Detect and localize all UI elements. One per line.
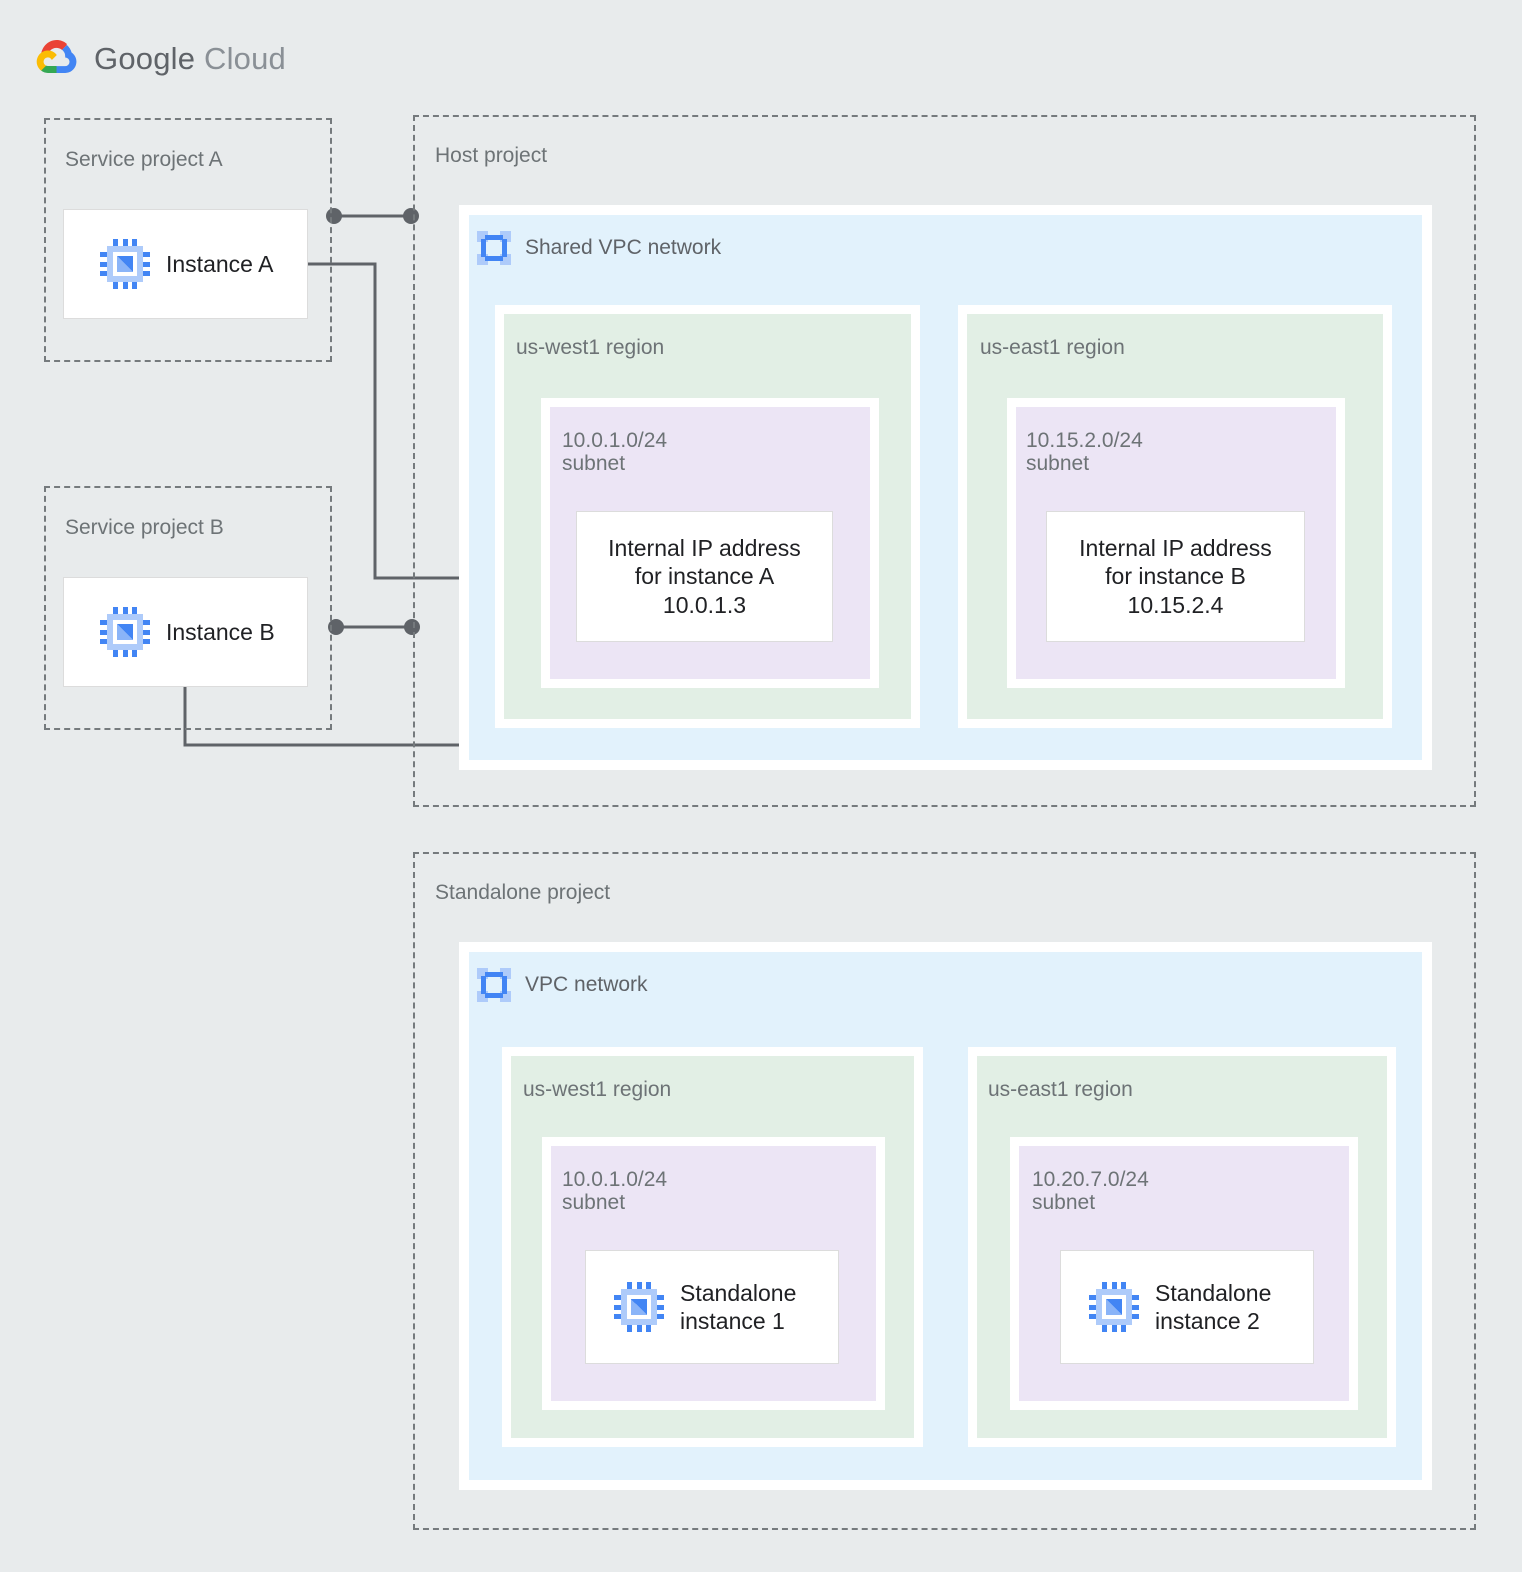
subnet-label-10-0-1-0-24-standalone: 10.0.1.0/24 subnet [562, 1168, 668, 1215]
network-label-shared-vpc-network: Shared VPC network [525, 236, 722, 259]
google-cloud-logo: Google Cloud [34, 36, 286, 82]
connector-service-b-to-host [328, 619, 420, 635]
brand-name-primary: Google [94, 41, 196, 76]
node-label-instance-b: Instance B [166, 618, 275, 645]
subnet-label-10-15-2-0-24: 10.15.2.0/24 subnet [1026, 429, 1143, 476]
brand-name-secondary: Cloud [204, 41, 286, 76]
connector-service-a-to-host [326, 208, 419, 224]
node-instance-a[interactable]: Instance A [63, 209, 308, 319]
vpc-network-icon [477, 231, 511, 265]
project-label-standalone-project: Standalone project [435, 881, 611, 904]
network-header-vpc-network: VPC network [477, 968, 648, 1002]
node-internal-ip-instance-b[interactable]: Internal IP address for instance B 10.15… [1046, 511, 1305, 642]
vm-instance-icon [614, 1282, 664, 1332]
vm-instance-icon [100, 239, 150, 289]
project-service-project-b[interactable] [44, 486, 332, 730]
google-cloud-logo-icon [34, 36, 80, 82]
project-service-project-a[interactable] [44, 118, 332, 362]
node-instance-b[interactable]: Instance B [63, 577, 308, 687]
region-label-standalone-us-west1: us-west1 region [523, 1078, 672, 1101]
region-label-host-us-east1: us-east1 region [980, 336, 1125, 359]
region-label-standalone-us-east1: us-east1 region [988, 1078, 1133, 1101]
network-header-shared-vpc-network: Shared VPC network [477, 231, 721, 265]
vm-instance-icon [1089, 1282, 1139, 1332]
google-cloud-wordmark: Google Cloud [94, 41, 286, 77]
subnet-label-10-0-1-0-24-host: 10.0.1.0/24 subnet [562, 429, 668, 476]
vm-instance-icon [100, 607, 150, 657]
project-host-project[interactable] [413, 115, 1476, 807]
node-standalone-instance-2[interactable]: Standalone instance 2 [1060, 1250, 1314, 1364]
project-label-service-project-b: Service project B [65, 516, 224, 539]
project-label-service-project-a: Service project A [65, 148, 223, 171]
project-standalone-project[interactable] [413, 852, 1476, 1530]
project-label-host-project: Host project [435, 144, 548, 167]
region-label-host-us-west1: us-west1 region [516, 336, 665, 359]
node-label-standalone-instance-1: Standalone instance 1 [680, 1279, 797, 1334]
node-standalone-instance-1[interactable]: Standalone instance 1 [585, 1250, 839, 1364]
node-label-internal-ip-instance-a: Internal IP address for instance A 10.0.… [608, 535, 801, 618]
node-label-internal-ip-instance-b: Internal IP address for instance B 10.15… [1079, 535, 1272, 618]
vpc-network-icon [477, 968, 511, 1002]
node-label-instance-a: Instance A [166, 250, 274, 277]
node-internal-ip-instance-a[interactable]: Internal IP address for instance A 10.0.… [576, 511, 833, 642]
subnet-label-10-20-7-0-24: 10.20.7.0/24 subnet [1032, 1168, 1149, 1215]
node-label-standalone-instance-2: Standalone instance 2 [1155, 1279, 1272, 1334]
network-label-vpc-network: VPC network [525, 973, 648, 996]
